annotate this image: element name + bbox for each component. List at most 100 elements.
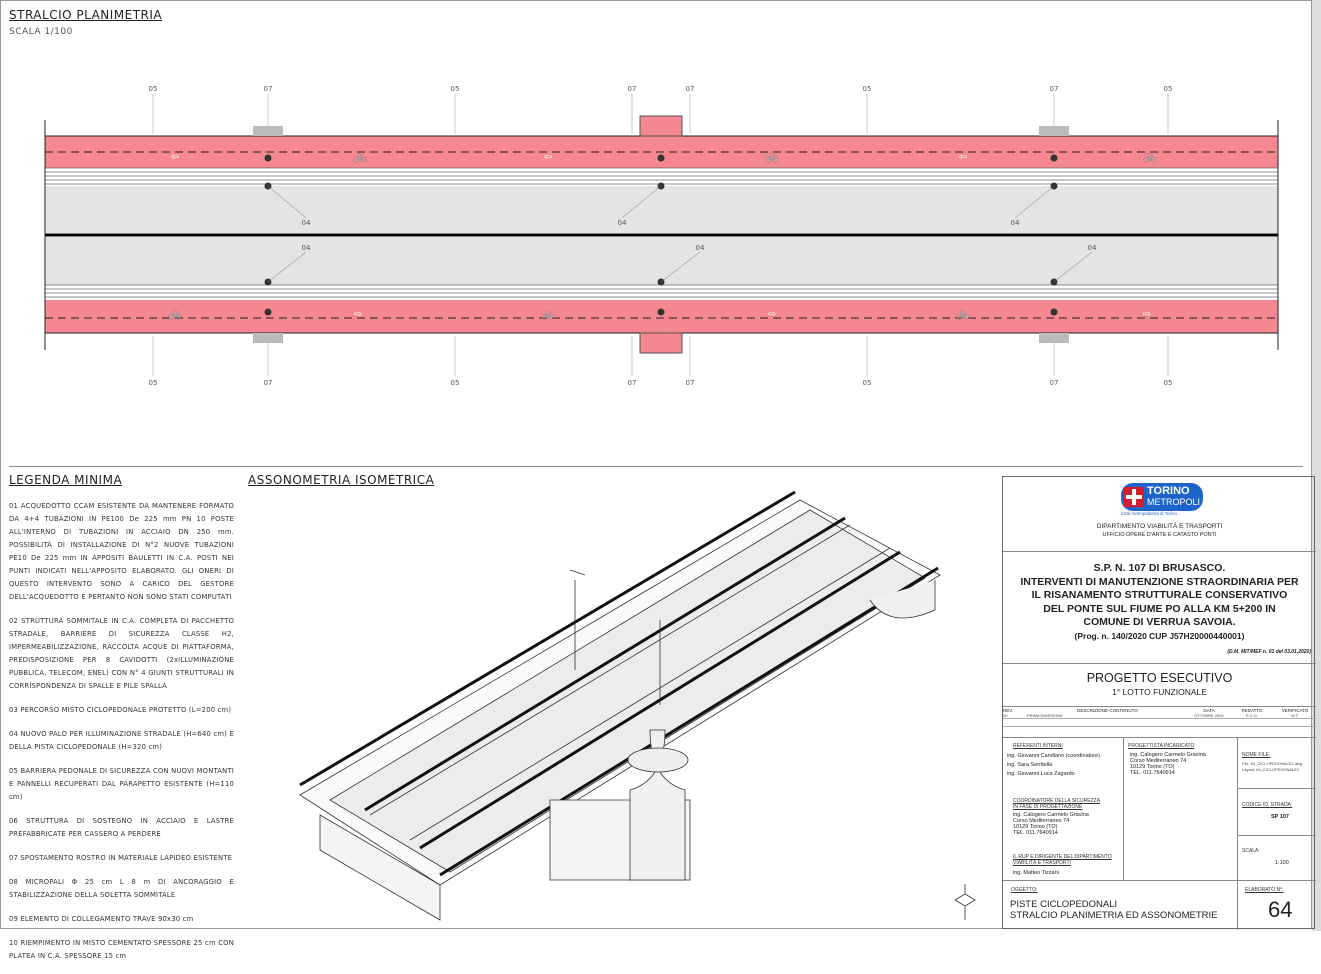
- legend-item: 04 NUOVO PALO PER ILLUMINAZIONE STRADALE…: [9, 730, 234, 751]
- lamp-pole-icon: [657, 308, 665, 316]
- legend-item: 06 STRUTTURA DI SOSTEGNO IN ACCIAIO E LA…: [9, 817, 234, 838]
- legend: 01 ACQUEDOTTO CCAM ESISTENTE DA MANTENER…: [9, 500, 234, 974]
- legend-item: 03 PERCORSO MISTO CICLOPEDONALE PROTETTO…: [9, 706, 232, 714]
- roadway-upper: [45, 186, 1278, 233]
- lot: 1° LOTTO FUNZIONALE: [1112, 687, 1207, 697]
- logo: TORINO METROPOLI: [1121, 483, 1203, 511]
- callout-label: 07: [1050, 85, 1059, 93]
- title-block: TORINO METROPOLI Città metropolitana di …: [1002, 476, 1316, 930]
- bicycle-icon: 🚲: [541, 307, 555, 320]
- callout-label: 05: [451, 85, 460, 93]
- sheet-border: [0, 0, 1312, 929]
- callout-label: 05: [149, 85, 158, 93]
- lamp-pole-icon: [1050, 308, 1058, 316]
- leader-line: [267, 185, 307, 219]
- leader-line: [621, 185, 662, 219]
- rostro: [1039, 126, 1069, 136]
- pole-label: 04: [302, 219, 311, 227]
- bicycle-icon: 🚲: [956, 307, 970, 320]
- legend-item: 02 STRUTTURA SOMMITALE IN C.A. COMPLETA …: [9, 617, 234, 690]
- office: UFFICIO OPERE D'ARTE E CATASTO PONTI: [1102, 532, 1217, 538]
- logo-cross-icon: [1124, 487, 1144, 507]
- rostro: [253, 333, 283, 343]
- logo-text: METROPOLI: [1147, 497, 1201, 507]
- pole-label: 04: [1011, 219, 1020, 227]
- lamp-pole-icon: [264, 154, 272, 162]
- divider: [9, 466, 1303, 467]
- callout-label: 05: [1164, 85, 1173, 93]
- pier-widening: [639, 332, 683, 354]
- plan-scale: SCALA 1/100: [9, 27, 73, 37]
- callout-label: 07: [264, 379, 273, 387]
- iso-title: ASSONOMETRIA ISOMETRICA: [248, 473, 435, 487]
- road-label: CODICE ID. STRADA:: [1242, 802, 1293, 808]
- callout-label: 07: [686, 379, 695, 387]
- arrow-right-icon: ⇨: [354, 309, 362, 320]
- arrow-left-icon: ⇦: [544, 152, 552, 163]
- road-code: SP 107: [1271, 814, 1289, 820]
- logo-tagline: Città metropolitana di Torino: [1121, 511, 1177, 516]
- bicycle-icon: 🚲: [168, 307, 182, 320]
- legend-title: LEGENDA MINIMA: [9, 473, 123, 487]
- arrow-left-icon: ⇦: [959, 152, 967, 163]
- scale-label: SCALA:: [1242, 848, 1260, 854]
- project-title: S.P. N. 107 DI BRUSASCO.INTERVENTI DI MA…: [1020, 562, 1299, 641]
- callout-label: 07: [628, 379, 637, 387]
- pole-label: 04: [696, 244, 705, 252]
- bicycle-icon: 🚲: [765, 150, 779, 163]
- rostro: [1039, 333, 1069, 343]
- elab-label: ELABORATO N°:: [1245, 887, 1284, 893]
- callout-label: 05: [863, 379, 872, 387]
- legend-item: 01 ACQUEDOTTO CCAM ESISTENTE DA MANTENER…: [9, 502, 234, 601]
- legend-item: 10 RIEMPIMENTO IN MISTO CEMENTATO SPESSO…: [9, 939, 234, 960]
- lamp-pole-icon: [1050, 154, 1058, 162]
- leader-line: [1014, 185, 1055, 219]
- file-label: NOME FILE:: [1242, 752, 1271, 758]
- plan-title: STRALCIO PLANIMETRIA: [9, 8, 163, 22]
- callout-label: 05: [1164, 379, 1173, 387]
- callout-label: 07: [264, 85, 273, 93]
- leader-line: [660, 251, 701, 283]
- callout-label: 07: [686, 85, 695, 93]
- callout-label: 07: [628, 85, 637, 93]
- arrow-left-icon: ⇦: [171, 152, 179, 163]
- lamp-pole-icon: [264, 308, 272, 316]
- arrow-right-icon: ⇨: [768, 309, 776, 320]
- legend-item: 07 SPOSTAMENTO ROSTRO IN MATERIALE LAPID…: [9, 854, 233, 862]
- callout-label: 05: [863, 85, 872, 93]
- arrow-right-icon: ⇨: [1143, 309, 1151, 320]
- callout-label: 05: [149, 379, 158, 387]
- rostro: [253, 126, 283, 136]
- legend-item: 05 BARRIERA PEDONALE DI SICUREZZA CON NU…: [9, 767, 234, 801]
- designer-title: PROGETTISTA INCARICATO: [1128, 743, 1195, 749]
- bike-lane-lower: [45, 300, 1278, 333]
- pier-widening: [639, 115, 683, 137]
- scale-value: 1:100: [1275, 860, 1289, 866]
- pole-label: 04: [302, 244, 311, 252]
- ref-list: ing. Giovanni Candiano (coordinatore)ing…: [1007, 753, 1100, 777]
- department: DIPARTIMENTO VIABILITÀ E TRASPORTI: [1096, 523, 1223, 530]
- phase: PROGETTO ESECUTIVO: [1086, 671, 1233, 685]
- callout-label: 07: [1050, 379, 1059, 387]
- pole-label: 04: [1088, 244, 1097, 252]
- lamp-pole-icon: [657, 154, 665, 162]
- callout-label: 05: [451, 379, 460, 387]
- bicycle-icon: 🚲: [353, 150, 367, 163]
- isometric-drawing: [299, 490, 976, 921]
- planimetry-drawing: 05 05 07 07 05 05 07 07 07 07 05 05 07 07 05 05 04 04 04 04…: [44, 85, 1279, 387]
- pole-label: 04: [618, 219, 627, 227]
- decree: (D.M. MIT/MEF n. 01 del 03.01.2020): [1227, 649, 1311, 655]
- scrollbar[interactable]: [1312, 0, 1321, 931]
- legend-item: 09 ELEMENTO DI COLLEGAMENTO TRAVE 90x30 …: [9, 915, 194, 923]
- logo-text: TORINO: [1147, 485, 1190, 497]
- rup: ing. Matteo Tizzani: [1013, 870, 1059, 876]
- leader-line: [1053, 251, 1093, 283]
- object-label: OGGETTO:: [1011, 887, 1038, 893]
